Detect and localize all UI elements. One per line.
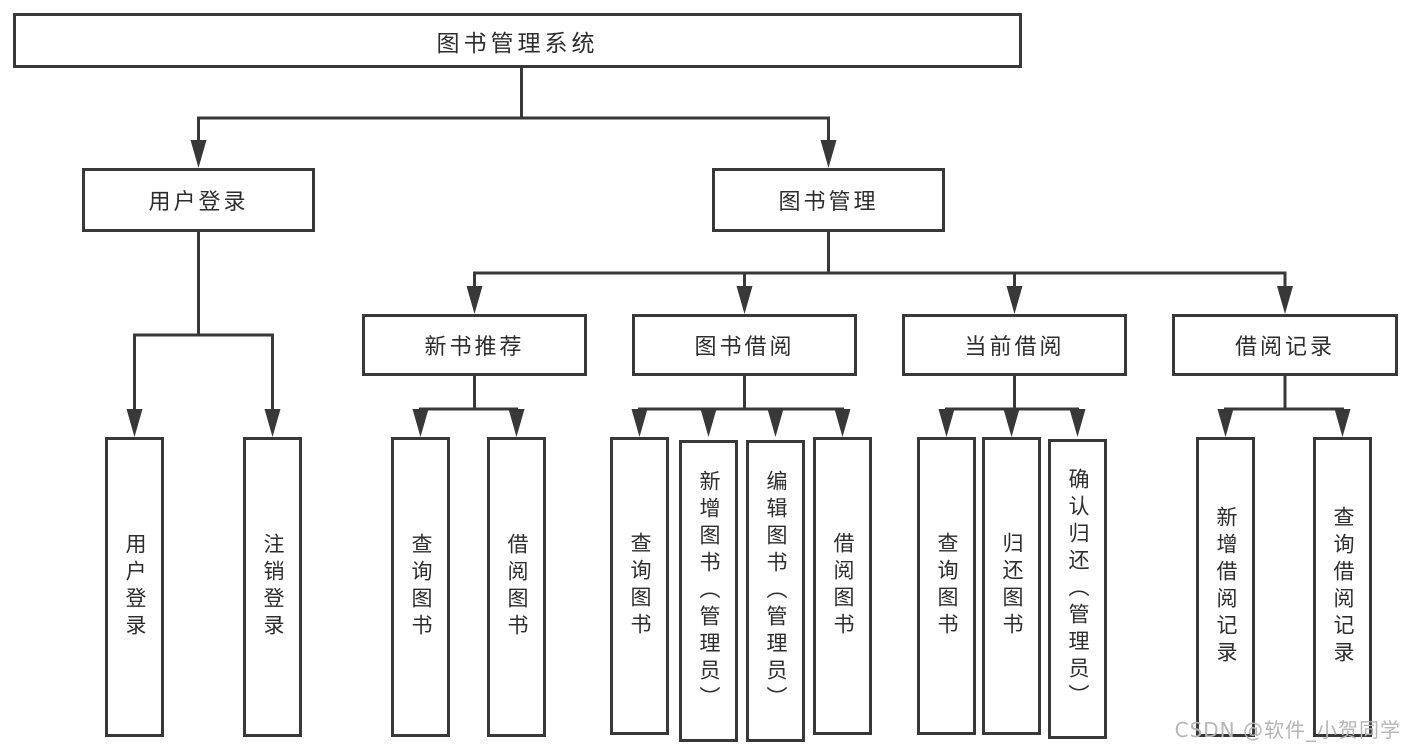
node-library-management-system: 图书管理系统 [13,13,1022,68]
node-current-borrowing: 当前借阅 [902,314,1127,376]
connector-user-login-to-leaves [126,232,281,437]
leaf-search-books-newbooks: 查询图书 [391,437,450,737]
leaf-search-borrow-record: 查询借阅记录 [1313,437,1372,737]
leaf-borrow-books-borrowing: 借阅图书 [813,437,872,735]
leaf-logout: 注销登录 [243,437,302,737]
leaf-return-books: 归还图书 [982,437,1041,735]
node-new-book-recommend: 新书推荐 [362,314,587,376]
leaf-search-books-borrowing: 查询图书 [610,437,669,735]
node-book-management: 图书管理 [712,168,945,232]
connector-borrow-records-to-leaves [1217,376,1351,437]
leaf-add-borrow-record: 新增借阅记录 [1196,437,1255,737]
leaf-confirm-return-admin: 确认归还（管理员） [1048,439,1107,739]
connector-root-to-level2 [190,68,837,168]
leaf-borrow-books-newbooks: 借阅图书 [487,437,546,737]
node-book-borrowing: 图书借阅 [632,314,857,376]
leaf-edit-books-admin: 编辑图书（管理员） [746,440,805,742]
connector-book-borrow-to-leaves [631,376,851,437]
leaf-add-books-admin: 新增图书（管理员） [679,440,738,742]
connector-current-borrow-to-leaves [938,376,1086,437]
leaf-user-login: 用户登录 [105,437,164,737]
leaf-search-books-current: 查询图书 [917,437,976,735]
connector-new-books-to-leaves [412,376,525,437]
node-user-login: 用户登录 [82,168,315,232]
node-borrowing-records: 借阅记录 [1172,314,1398,376]
connector-book-mgmt-to-level3 [466,232,1293,314]
csdn-watermark: CSDN @软件_小贺同学 [1174,718,1401,742]
